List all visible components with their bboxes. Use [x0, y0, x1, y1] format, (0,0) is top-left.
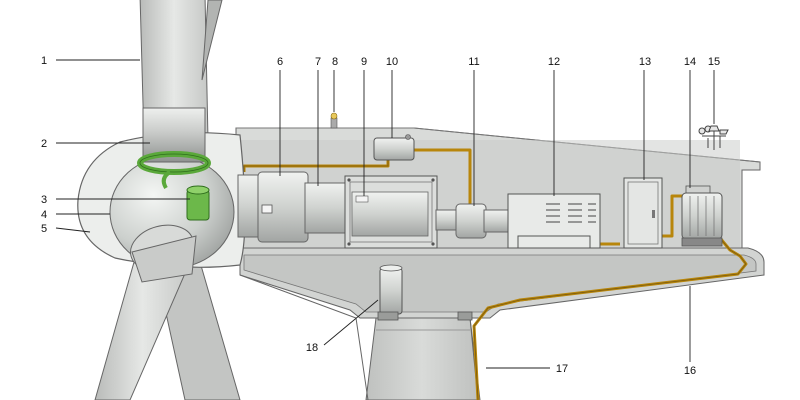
callout-18: 18 [306, 342, 318, 354]
control-cabinet [623, 177, 663, 249]
callout-8: 8 [332, 56, 338, 68]
coupling-brake [435, 203, 511, 239]
aviation-light [330, 112, 338, 129]
callout-12: 12 [548, 56, 560, 68]
pitch-drive [161, 170, 210, 221]
transformer [681, 185, 723, 247]
callout-14: 14 [684, 56, 696, 68]
callout-6: 6 [277, 56, 283, 68]
callout-1: 1 [41, 55, 47, 67]
callout-3: 3 [41, 194, 47, 206]
generator [507, 193, 601, 249]
nacelle-housing [235, 127, 765, 400]
callout-11: 11 [468, 56, 479, 68]
callout-4: 4 [41, 209, 47, 221]
callout-2: 2 [41, 138, 47, 150]
rotor-blades [94, 0, 241, 400]
callout-5: 5 [41, 223, 47, 235]
callout-17: 17 [556, 363, 568, 375]
lower-blade-root [130, 224, 197, 283]
yaw-drive [377, 264, 473, 321]
gearbox [344, 175, 438, 249]
oil-cooler [373, 134, 415, 161]
anemometer-mast [698, 125, 729, 150]
callout-7: 7 [315, 56, 321, 68]
callout-13: 13 [639, 56, 651, 68]
callout-labels: 1 2 3 4 5 6 7 8 9 10 11 12 13 14 15 16 1… [41, 55, 720, 377]
leader-lines [55, 59, 715, 369]
callout-16: 16 [684, 365, 696, 377]
main-shaft [237, 171, 350, 243]
callout-15: 15 [708, 56, 720, 68]
callout-10: 10 [386, 56, 398, 68]
callout-9: 9 [361, 56, 367, 68]
